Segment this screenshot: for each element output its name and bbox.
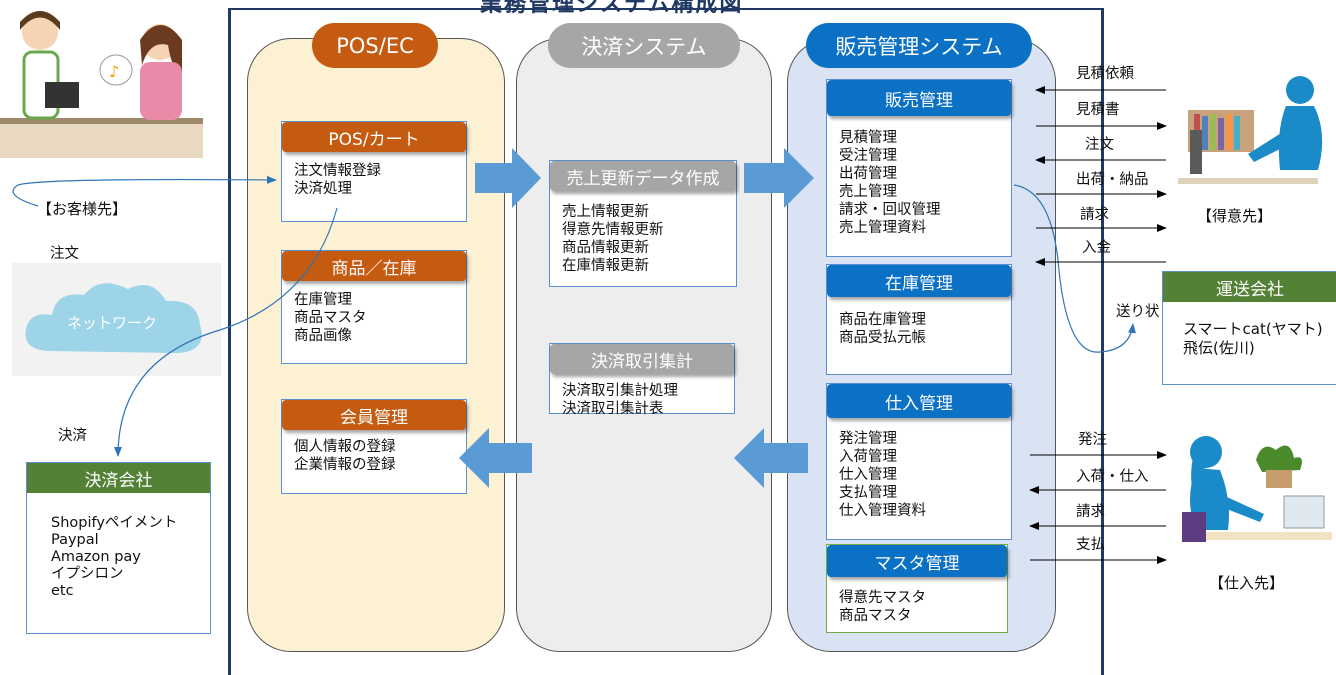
list-item: イプシロン xyxy=(51,566,124,582)
list-item: 商品情報更新 xyxy=(562,240,649,256)
master-mgmt-title: マスタ管理 xyxy=(827,545,1007,577)
customer-office-illustration xyxy=(1168,70,1334,188)
flow-label-receiving: 入荷・仕入 xyxy=(1076,469,1149,485)
flow-label-estimate: 見積書 xyxy=(1076,102,1120,118)
flow-label-estimate-request: 見積依頼 xyxy=(1076,66,1134,82)
list-item: 支払管理 xyxy=(839,485,897,501)
list-item: 決済取引集計処理 xyxy=(562,383,678,399)
customer-person-icon xyxy=(1178,76,1323,184)
payment-summary-title: 決済取引集計 xyxy=(550,344,734,374)
member-title: 会員管理 xyxy=(282,400,466,430)
payment-company-box: 決済会社 Shopifyペイメント Paypal Amazon pay イプシロ… xyxy=(26,462,211,634)
frame-left-line xyxy=(228,8,231,675)
list-item: 商品受払元帳 xyxy=(839,330,926,346)
sales-update-box: 売上更新データ作成 売上情報更新 得意先情報更新 商品情報更新 在庫情報更新 xyxy=(549,160,737,287)
list-item: 仕入管理 xyxy=(839,467,897,483)
flow-label-supplier-payment: 支払 xyxy=(1076,537,1105,553)
payment-label: 決済 xyxy=(58,428,87,444)
list-item: 注文情報登録 xyxy=(294,163,381,179)
payment-summary-box: 決済取引集計 決済取引集計処理 決済取引集計表 xyxy=(549,343,735,417)
list-item: 得意先情報更新 xyxy=(562,222,664,238)
master-mgmt-items: 得意先マスタ 商品マスタ xyxy=(839,589,926,625)
pos-cart-title: POS/カート xyxy=(282,122,466,152)
shipping-company-box: 運送会社 スマートcat(ヤマト) 飛伝(佐川) xyxy=(1162,271,1336,385)
sales-mgmt-box: 販売管理 見積管理 受注管理 出荷管理 売上管理 請求・回収管理 売上管理資料 xyxy=(826,79,1012,257)
svg-text:♪: ♪ xyxy=(109,62,119,81)
list-item: 売上情報更新 xyxy=(562,204,649,220)
sales-mgmt-items: 見積管理 受注管理 出荷管理 売上管理 請求・回収管理 売上管理資料 xyxy=(839,129,941,237)
sales-mgmt-title: 販売管理 xyxy=(827,80,1011,116)
list-item: 商品在庫管理 xyxy=(839,312,926,328)
shipping-company-title: 運送会社 xyxy=(1163,272,1336,302)
list-item: 売上管理資料 xyxy=(839,220,926,236)
list-item: 出荷管理 xyxy=(839,166,897,182)
purchase-mgmt-items: 発注管理 入荷管理 仕入管理 支払管理 仕入管理資料 xyxy=(839,430,926,520)
list-item: 仕入管理資料 xyxy=(839,503,926,519)
supplier-label: 【仕入先】 xyxy=(1209,574,1285,592)
list-item: Amazon pay xyxy=(51,549,141,565)
list-item: 在庫情報更新 xyxy=(562,258,649,274)
product-stock-title: 商品／在庫 xyxy=(282,251,466,281)
list-item: Paypal xyxy=(51,532,99,548)
pos-ec-lane-title: POS/EC xyxy=(312,23,438,68)
member-items: 個人情報の登録 企業情報の登録 xyxy=(294,438,396,474)
frame-top-line xyxy=(228,8,1103,10)
stock-mgmt-box: 在庫管理 商品在庫管理 商品受払元帳 xyxy=(826,264,1012,375)
list-item: 入荷管理 xyxy=(839,449,897,465)
list-item: 売上管理 xyxy=(839,184,897,200)
master-mgmt-box: マスタ管理 得意先マスタ 商品マスタ xyxy=(826,544,1008,633)
network-label: ネットワーク xyxy=(67,314,158,332)
payment-company-title: 決済会社 xyxy=(27,463,210,493)
waybill-label: 送り状 xyxy=(1116,304,1160,320)
flow-label-order: 注文 xyxy=(1085,137,1114,153)
member-box: 会員管理 個人情報の登録 企業情報の登録 xyxy=(281,399,467,494)
list-item: 商品画像 xyxy=(294,328,352,344)
list-item: Shopifyペイメント xyxy=(51,515,178,531)
sales-update-title: 売上更新データ作成 xyxy=(550,161,736,191)
list-item: 決済取引集計表 xyxy=(562,401,664,417)
list-item: 請求・回収管理 xyxy=(839,202,941,218)
flow-label-purchase-order: 発注 xyxy=(1078,432,1107,448)
product-stock-box: 商品／在庫 在庫管理 商品マスタ 商品画像 xyxy=(281,250,467,364)
shop-counter-icon: ♪ xyxy=(0,11,203,158)
list-item: 決済処理 xyxy=(294,181,352,197)
supplier-person-icon xyxy=(1182,436,1332,542)
purchase-mgmt-title: 仕入管理 xyxy=(827,384,1011,418)
list-item: 見積管理 xyxy=(839,130,897,146)
flow-label-shipping: 出荷・納品 xyxy=(1076,172,1149,188)
payment-system-lane-title: 決済システム xyxy=(548,23,740,68)
pos-cart-items: 注文情報登録 決済処理 xyxy=(294,162,381,198)
pos-cart-box: POS/カート 注文情報登録 決済処理 xyxy=(281,121,467,222)
list-item: 発注管理 xyxy=(839,431,897,447)
flow-label-payment-received: 入金 xyxy=(1082,240,1111,256)
stock-mgmt-title: 在庫管理 xyxy=(827,265,1011,297)
network-cloud-panel: ネットワーク xyxy=(12,263,221,376)
list-item: 個人情報の登録 xyxy=(294,439,396,455)
flow-label-billing: 請求 xyxy=(1080,207,1109,223)
trading-partner-label: 【得意先】 xyxy=(1197,207,1273,225)
list-item: etc xyxy=(51,583,74,599)
supplier-office-illustration xyxy=(1166,430,1336,552)
order-label: 注文 xyxy=(50,246,79,262)
list-item: 企業情報の登録 xyxy=(294,457,396,473)
list-item: 飛伝(佐川) xyxy=(1183,339,1255,357)
list-item: 商品マスタ xyxy=(839,608,912,624)
list-item: 得意先マスタ xyxy=(839,590,926,606)
list-item: スマートcat(ヤマト) xyxy=(1183,320,1323,338)
list-item: 商品マスタ xyxy=(294,310,367,326)
list-item: 受注管理 xyxy=(839,148,897,164)
flow-label-supplier-billing: 請求 xyxy=(1076,504,1105,520)
payment-company-items: Shopifyペイメント Paypal Amazon pay イプシロン etc xyxy=(51,515,177,600)
product-stock-items: 在庫管理 商品マスタ 商品画像 xyxy=(294,291,367,345)
stock-mgmt-items: 商品在庫管理 商品受払元帳 xyxy=(839,311,926,347)
customer-label: 【お客様先】 xyxy=(37,200,128,218)
sales-system-lane-title: 販売管理システム xyxy=(806,23,1032,68)
sales-update-items: 売上情報更新 得意先情報更新 商品情報更新 在庫情報更新 xyxy=(562,203,664,275)
shop-counter-illustration: ♪ xyxy=(0,0,203,160)
list-item: 在庫管理 xyxy=(294,292,352,308)
shipping-company-items: スマートcat(ヤマト) 飛伝(佐川) xyxy=(1183,320,1323,358)
payment-summary-items: 決済取引集計処理 決済取引集計表 xyxy=(562,382,678,418)
purchase-mgmt-box: 仕入管理 発注管理 入荷管理 仕入管理 支払管理 仕入管理資料 xyxy=(826,383,1012,540)
